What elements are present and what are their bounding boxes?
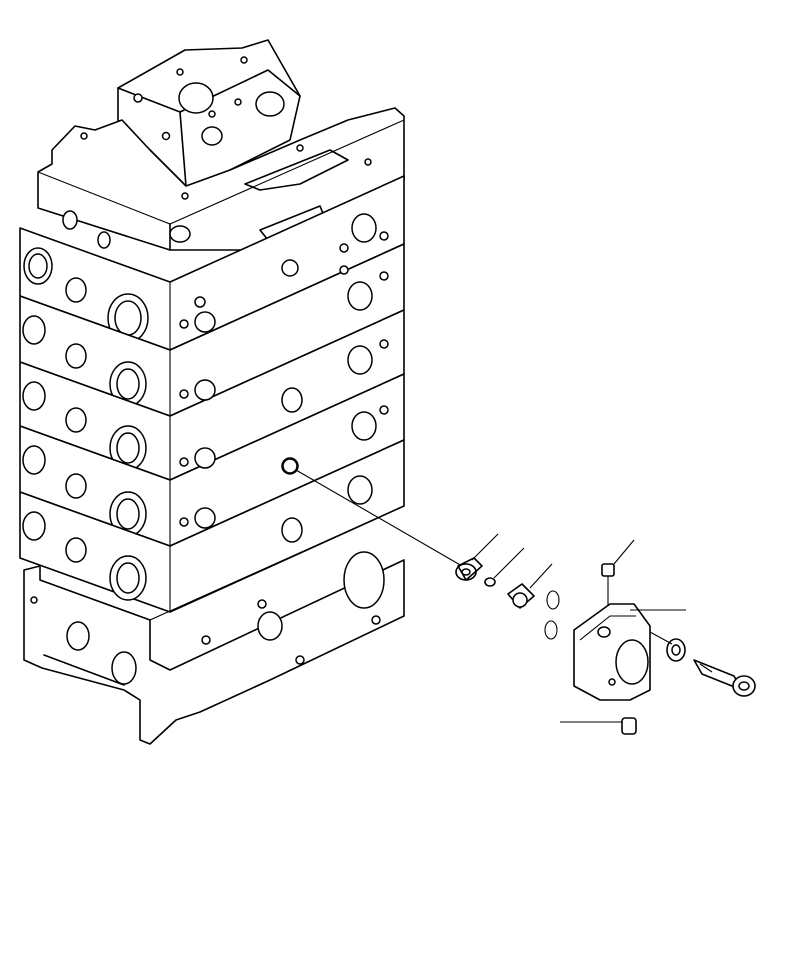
small-o-ring (484, 577, 496, 587)
orifice-part (507, 583, 535, 609)
plug-part (455, 557, 483, 581)
connection-port (282, 458, 298, 474)
control-valve-assembly (19, 39, 405, 745)
exploded-parts (295, 469, 756, 735)
valve-section-4 (19, 373, 405, 547)
top-plug-screw (601, 563, 615, 610)
large-o-ring-1 (546, 590, 560, 610)
valve-housing (573, 603, 651, 701)
bottom-end-block (23, 505, 405, 745)
socket-bolt (693, 659, 756, 697)
bottom-plug (621, 717, 637, 735)
large-o-ring-2 (544, 620, 558, 640)
assembly-leader-line (295, 469, 463, 567)
top-cover-block (117, 39, 301, 187)
valve-section-5 (19, 439, 405, 613)
washer (666, 638, 686, 662)
